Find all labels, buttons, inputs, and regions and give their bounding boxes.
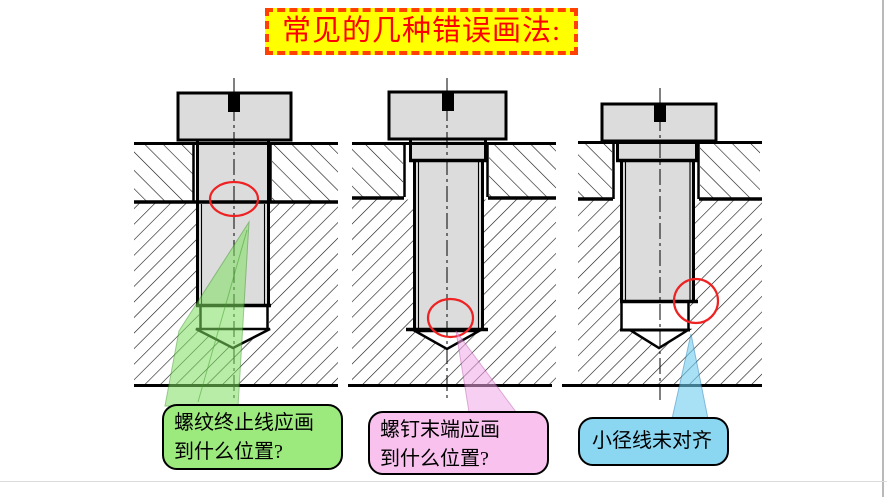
page-edge-right	[882, 0, 884, 497]
callout-text-line: 到什么位置?	[380, 448, 489, 470]
upper-plate-hatch-left	[578, 144, 612, 199]
upper-plate-hatch-right	[272, 145, 338, 201]
page-edge-bottom	[0, 481, 887, 482]
error-circle-1	[208, 180, 260, 218]
screw-shank	[413, 161, 484, 329]
upper-plate-hatch-left	[352, 145, 403, 197]
callout-text-line: 螺纹终止线应画	[174, 412, 314, 434]
callout-text-line: 螺钉末端应画	[380, 419, 500, 441]
screw-neck	[616, 141, 698, 161]
callout-thread-termination-line: 螺纹终止线应画 到什么位置?	[162, 404, 343, 470]
upper-plate-hatch-right	[700, 144, 760, 199]
callout-text-line: 到什么位置?	[174, 441, 283, 463]
slide-title: 常见的几种错误画法:	[265, 8, 578, 55]
thread-hole	[620, 302, 690, 330]
figure-2	[348, 78, 556, 402]
screw-shank	[620, 161, 695, 302]
screw-slot	[442, 92, 454, 111]
callout-minor-diameter-line: 小径线未对齐	[578, 417, 729, 466]
error-circle-2	[426, 297, 475, 339]
screw-slot	[228, 93, 240, 112]
error-circle-3	[672, 277, 720, 325]
callout-screw-end-position: 螺钉末端应画 到什么位置?	[368, 411, 549, 475]
screw-slot	[654, 104, 666, 122]
green-pointer-wedge	[164, 220, 250, 407]
figure-3	[562, 88, 762, 400]
upper-plate-hatch-right	[489, 145, 556, 197]
upper-plate-hatch-left	[134, 145, 193, 201]
callout-text-line: 小径线未对齐	[592, 430, 712, 452]
